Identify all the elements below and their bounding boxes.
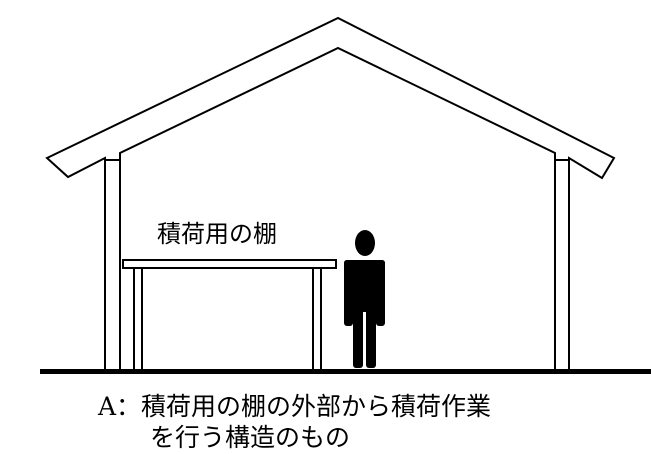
roof [45, 16, 616, 180]
shelf-label: 積荷用の棚 [157, 220, 277, 248]
person-silhouette-icon [344, 230, 385, 368]
left-wall [104, 159, 121, 371]
right-wall [554, 159, 570, 371]
caption: A：積荷用の棚の外部から積荷作業 を行う構造のもの [98, 391, 491, 454]
shelf-leg-right [312, 267, 322, 371]
ground-line [40, 369, 651, 374]
shelf-leg-left [133, 267, 143, 371]
caption-line-1: A：積荷用の棚の外部から積荷作業 [98, 392, 492, 421]
caption-line-2: を行う構造のもの [150, 423, 351, 453]
shelf-top [122, 259, 337, 269]
